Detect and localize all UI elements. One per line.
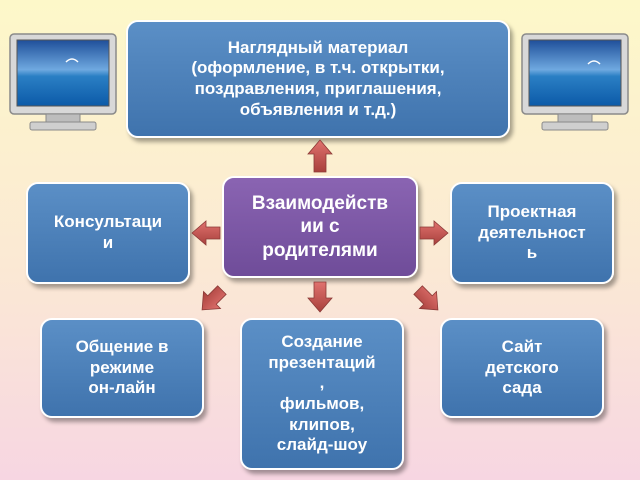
node-parent-interaction-label: Взаимодейств ии с родителями <box>251 193 389 261</box>
node-visual-materials: Наглядный материал (оформление, в т.ч. о… <box>126 20 510 138</box>
arrow-right <box>419 220 449 246</box>
node-presentations: Создание презентаций , фильмов, клипов, … <box>240 318 404 470</box>
arrow-up <box>307 139 333 173</box>
node-online-communication: Общение в режиме он-лайн <box>40 318 204 418</box>
arrow-down <box>307 281 333 313</box>
node-project-activity: Проектная деятельност ь <box>450 182 614 284</box>
node-online-communication-label: Общение в режиме он-лайн <box>75 336 169 398</box>
node-consultations-label: Консультаци и <box>53 212 163 252</box>
node-consultations: Консультаци и <box>26 182 190 284</box>
arrow-down-left <box>201 285 227 311</box>
computer-monitor-icon <box>9 33 117 131</box>
node-kindergarten-site-label: Сайт детского сада <box>485 336 559 398</box>
node-kindergarten-site: Сайт детского сада <box>440 318 604 418</box>
arrow-down-right <box>413 285 439 311</box>
node-presentations-label: Создание презентаций , фильмов, клипов, … <box>268 331 376 455</box>
computer-monitor-icon <box>521 33 629 131</box>
arrow-left <box>191 220 221 246</box>
node-visual-materials-label: Наглядный материал (оформление, в т.ч. о… <box>191 37 445 119</box>
node-parent-interaction: Взаимодейств ии с родителями <box>222 176 418 278</box>
node-project-activity-label: Проектная деятельност ь <box>478 201 586 263</box>
